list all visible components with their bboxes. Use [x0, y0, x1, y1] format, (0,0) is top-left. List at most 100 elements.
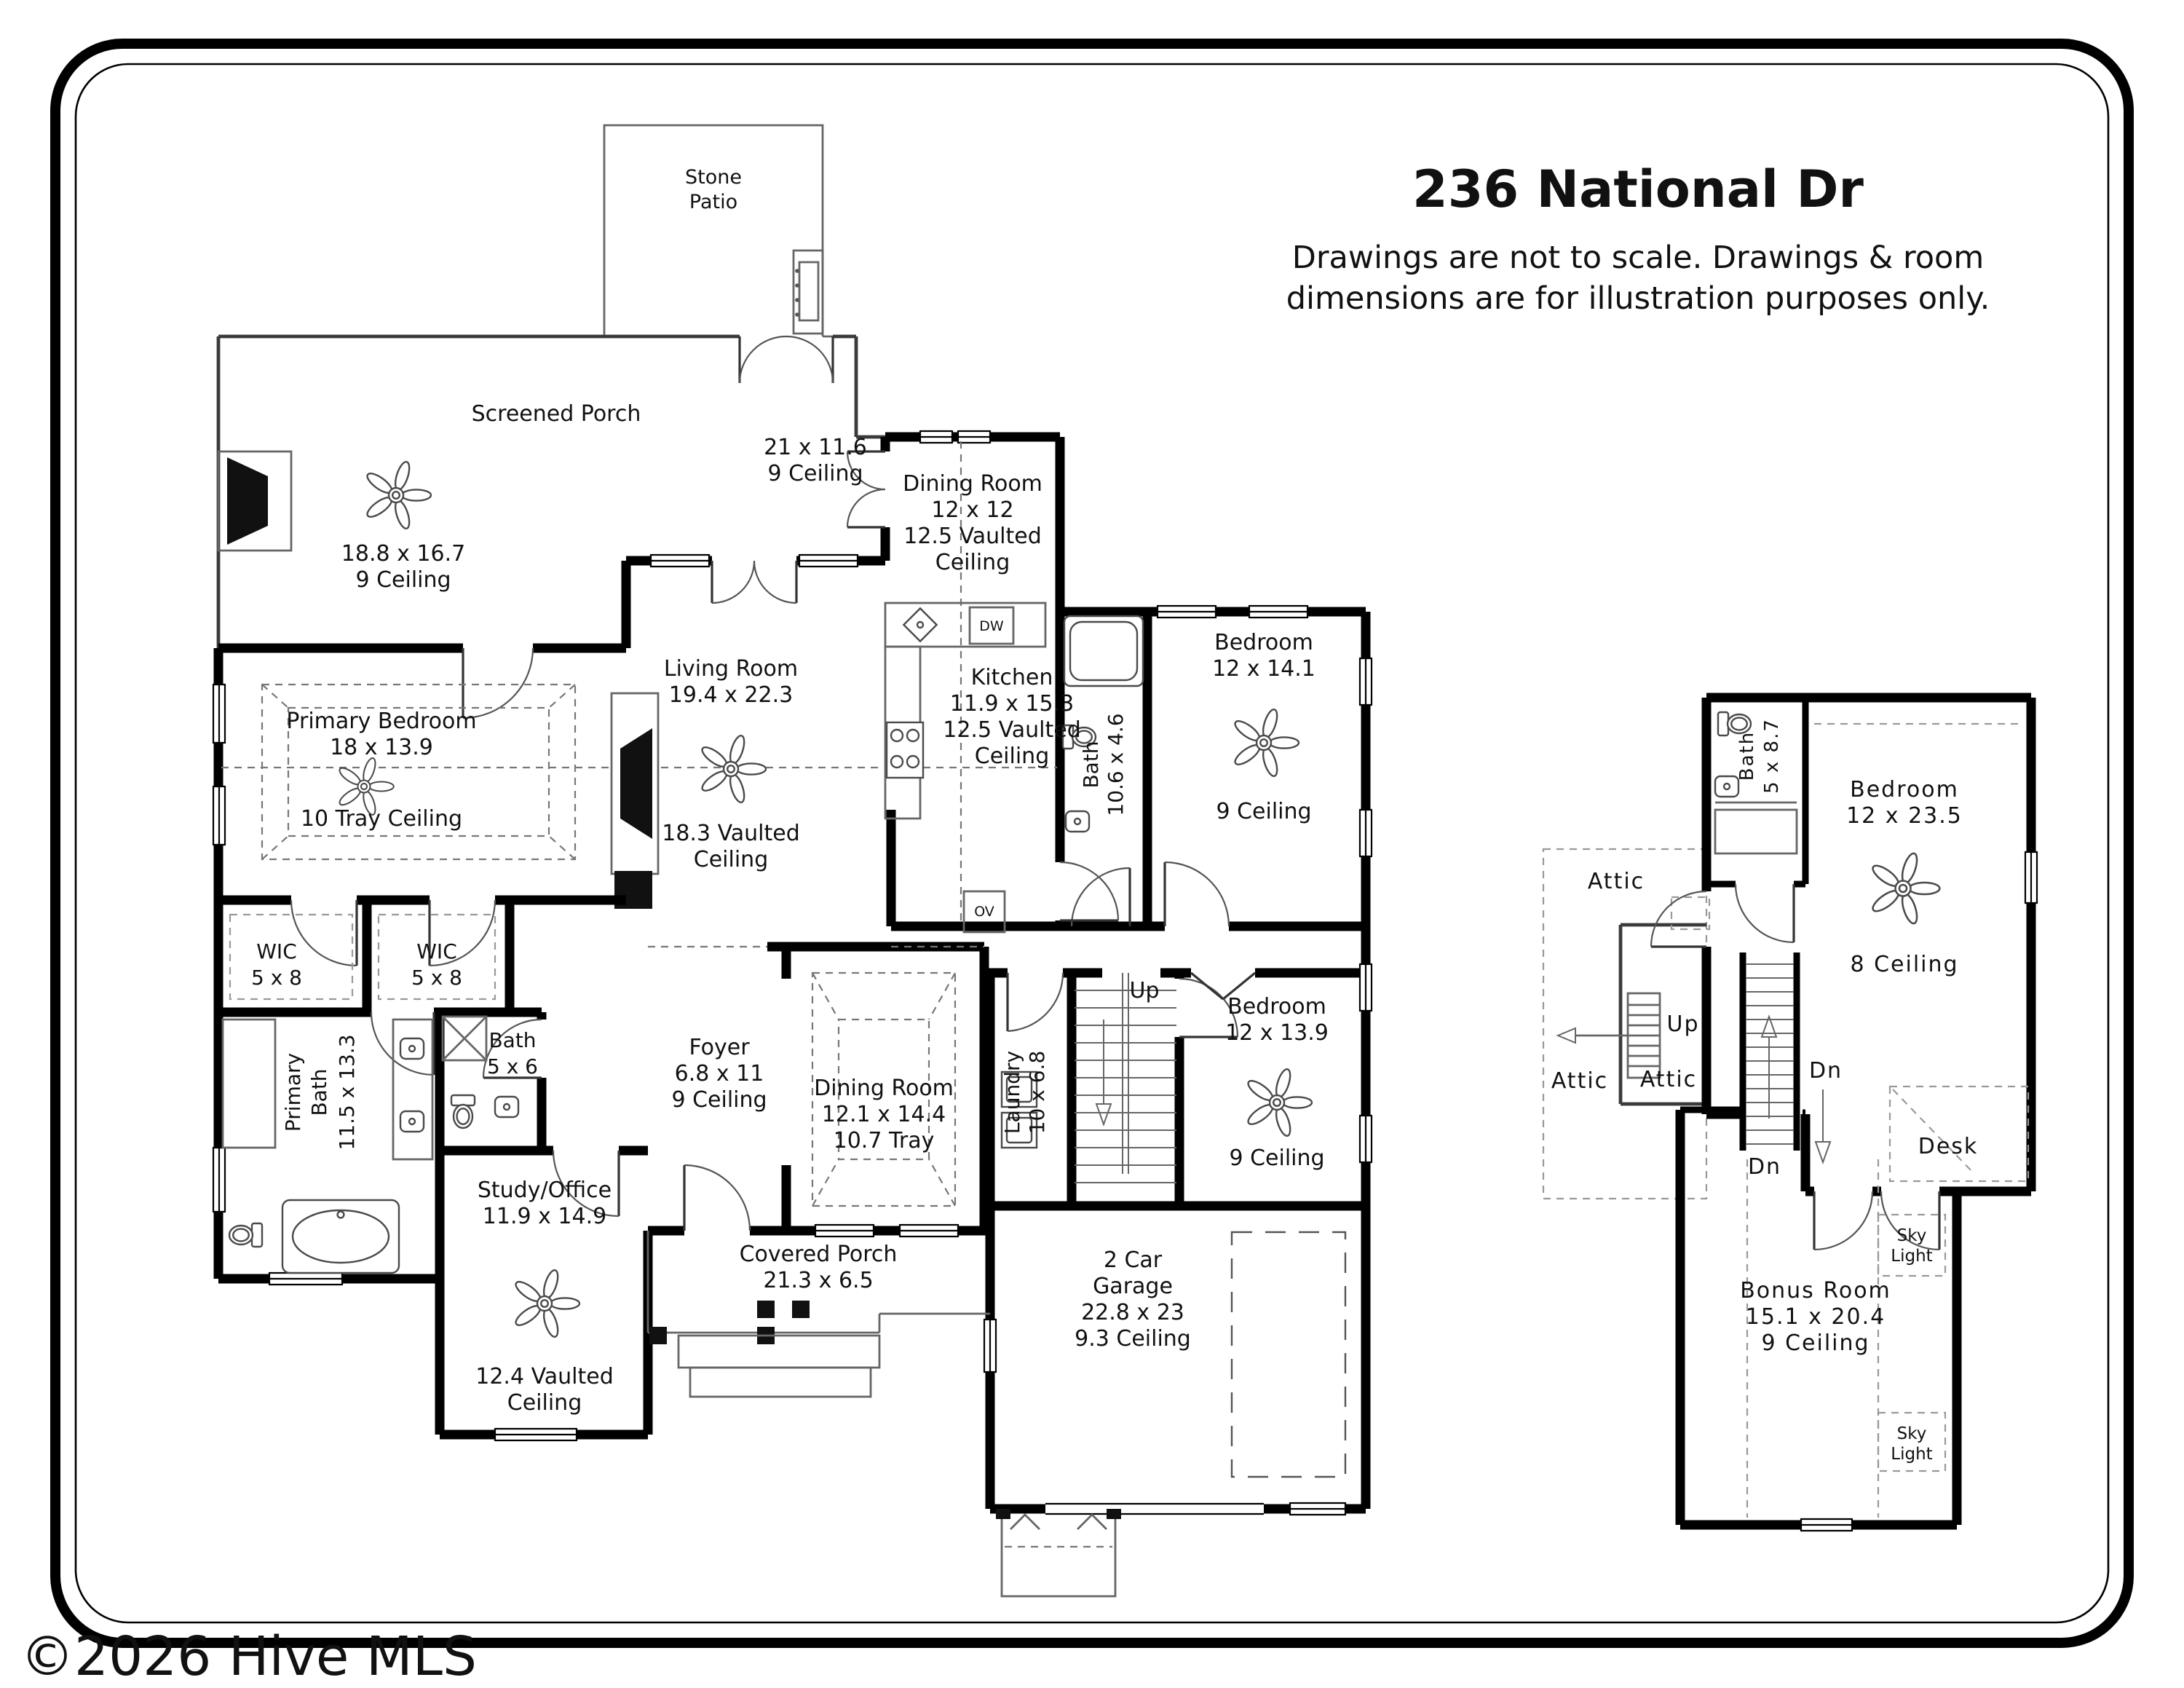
label-primary-bath-2: Bath — [307, 1068, 331, 1116]
ceiling-fan-icon — [1869, 851, 1941, 926]
label-skylight2-2: Light — [1891, 1445, 1932, 1464]
label-foyer-3: 9 Ceiling — [671, 1087, 767, 1113]
label-primary-bath-3: 11.5 x 13.3 — [335, 1034, 359, 1150]
label-living-1: Living Room — [664, 656, 798, 682]
label-living-4: Ceiling — [694, 847, 768, 872]
label-bonus-3: 9 Ceiling — [1761, 1330, 1870, 1356]
walls-upper-floor — [1675, 693, 2036, 1530]
label-bedroom2-2: 12 x 13.9 — [1225, 1020, 1329, 1046]
label-primary-bedroom-2: 18 x 13.9 — [330, 735, 433, 760]
stone-patio — [603, 124, 833, 338]
kitchen-fixtures — [884, 602, 1047, 934]
label-bonus-2: 15.1 x 20.4 — [1746, 1304, 1886, 1330]
label-garage-1: 2 Car — [1104, 1247, 1163, 1273]
kitchen-sink-icon — [902, 607, 938, 643]
label-bedroom3-2: 12 x 23.5 — [1846, 803, 1963, 829]
label-dining-center-2: 12.1 x 14.4 — [822, 1102, 946, 1127]
ceiling-fan-icon — [512, 1267, 581, 1340]
label-kitchen-2: 11.9 x 15.3 — [950, 691, 1074, 717]
label-skylight1-1: Sky — [1897, 1226, 1927, 1245]
label-bath2-2: 5 x 6 — [487, 1054, 538, 1078]
sink-icon — [399, 1037, 425, 1060]
label-garage-4: 9.3 Ceiling — [1075, 1326, 1191, 1352]
fireplace-icon — [217, 450, 293, 552]
label-bedroom3-1: Bedroom — [1850, 777, 1959, 802]
label-screened-porch: Screened Porch — [472, 401, 641, 427]
stairs-main — [1075, 973, 1176, 1183]
toilet-icon — [450, 1094, 476, 1129]
label-attic-top: Attic — [1588, 869, 1645, 894]
ceiling-fan-icon — [698, 733, 767, 805]
label-wic2-1: WIC — [416, 939, 457, 963]
label-dining-center-3: 10.7 Tray — [834, 1128, 935, 1153]
label-oven: OV — [974, 904, 994, 920]
label-dining-top-1: Dining Room — [903, 471, 1042, 497]
label-kitchen-3: 12.5 Vaulted — [943, 717, 1081, 743]
living-fireplace-icon — [610, 692, 660, 909]
label-skylight2-1: Sky — [1897, 1424, 1927, 1443]
label-bedroom3-3: 8 Ceiling — [1850, 952, 1958, 977]
label-study-1: Study/Office — [478, 1178, 612, 1203]
label-attic-left: Attic — [1551, 1068, 1608, 1094]
label-covered-porch-1: Covered Porch — [740, 1242, 898, 1267]
label-bonus-1: Bonus Room — [1740, 1278, 1891, 1304]
sink-icon — [1714, 775, 1740, 798]
label-title: 236 National Dr — [1412, 159, 1864, 219]
label-kitchen-4: Ceiling — [975, 744, 1049, 769]
label-skylight1-2: Light — [1891, 1247, 1932, 1266]
walls-main-floor — [213, 432, 1371, 1514]
label-bedroom1-1: Bedroom — [1214, 630, 1313, 655]
label-watermark: ©2026 Hive MLS — [20, 1625, 477, 1688]
label-dishwasher: DW — [979, 618, 1004, 634]
covered-porch — [646, 1231, 990, 1398]
label-kitchen-1: Kitchen — [971, 665, 1053, 690]
label-primary-bedroom-1: Primary Bedroom — [286, 709, 476, 734]
label-dn-lower: Dn — [1748, 1154, 1781, 1180]
label-attic-inner: Attic — [1640, 1067, 1697, 1092]
label-wic1-2: 5 x 8 — [251, 966, 302, 990]
tub-icon — [281, 1199, 400, 1274]
label-porch-dim-right-2: 9 Ceiling — [767, 461, 863, 486]
labels-layer: 236 National Dr Drawings are not to scale… — [20, 159, 1990, 1688]
label-wic2-2: 5 x 8 — [411, 966, 462, 990]
upper-bath-fixtures — [1714, 711, 1798, 855]
toilet-icon — [228, 1222, 264, 1248]
label-covered-porch-2: 21.3 x 6.5 — [763, 1268, 873, 1293]
doors-upper — [1650, 883, 1941, 1251]
label-bedroom2-1: Bedroom — [1227, 994, 1326, 1019]
label-bedroom1-3: 9 Ceiling — [1216, 799, 1311, 824]
label-dining-top-3: 12.5 Vaulted — [903, 524, 1042, 549]
windows-upper — [1800, 851, 2038, 1532]
label-bedroom2-3: 9 Ceiling — [1229, 1145, 1324, 1171]
label-porch-dim-left-1: 18.8 x 16.7 — [341, 541, 465, 567]
label-living-2: 19.4 x 22.3 — [669, 682, 793, 708]
page-border — [50, 39, 2134, 1648]
label-garage-3: 22.8 x 23 — [1081, 1300, 1184, 1325]
sink-icon — [494, 1095, 520, 1119]
label-disclaimer-line-1: Drawings are not to scale. Drawings & ro… — [1292, 240, 1984, 276]
dashed-lines-main — [221, 441, 1347, 1478]
label-up-main: Up — [1129, 978, 1159, 1003]
label-primary-bath-1: Primary — [281, 1053, 305, 1132]
sink-icon — [399, 1110, 425, 1133]
label-foyer-1: Foyer — [689, 1035, 750, 1060]
label-disclaimer-line-2: dimensions are for illustration purposes… — [1286, 280, 1990, 317]
ceiling-fan-icon — [363, 459, 432, 532]
doors-main — [290, 335, 1257, 1231]
label-dining-top-2: 12 x 12 — [931, 497, 1013, 523]
label-study-2: 11.9 x 14.9 — [483, 1204, 606, 1229]
label-dn-upper: Dn — [1809, 1058, 1843, 1084]
label-stone-patio-2: Patio — [689, 191, 737, 213]
label-desk: Desk — [1918, 1134, 1979, 1159]
label-dining-top-4: Ceiling — [935, 550, 1010, 575]
garage-stoop — [996, 1509, 1121, 1598]
bath2-fixtures — [441, 1015, 520, 1129]
label-bath-upper-1: Bath — [1736, 731, 1758, 781]
label-porch-dim-left-2: 9 Ceiling — [355, 567, 451, 593]
ceiling-fan-icon — [1244, 1066, 1313, 1139]
ceiling-fans-upper — [1869, 851, 1941, 926]
label-garage-2: Garage — [1093, 1274, 1173, 1299]
label-bath-upper-2: 5 x 8.7 — [1761, 718, 1783, 794]
wic1-dash — [229, 913, 354, 1001]
wic2-dash — [377, 913, 496, 1001]
